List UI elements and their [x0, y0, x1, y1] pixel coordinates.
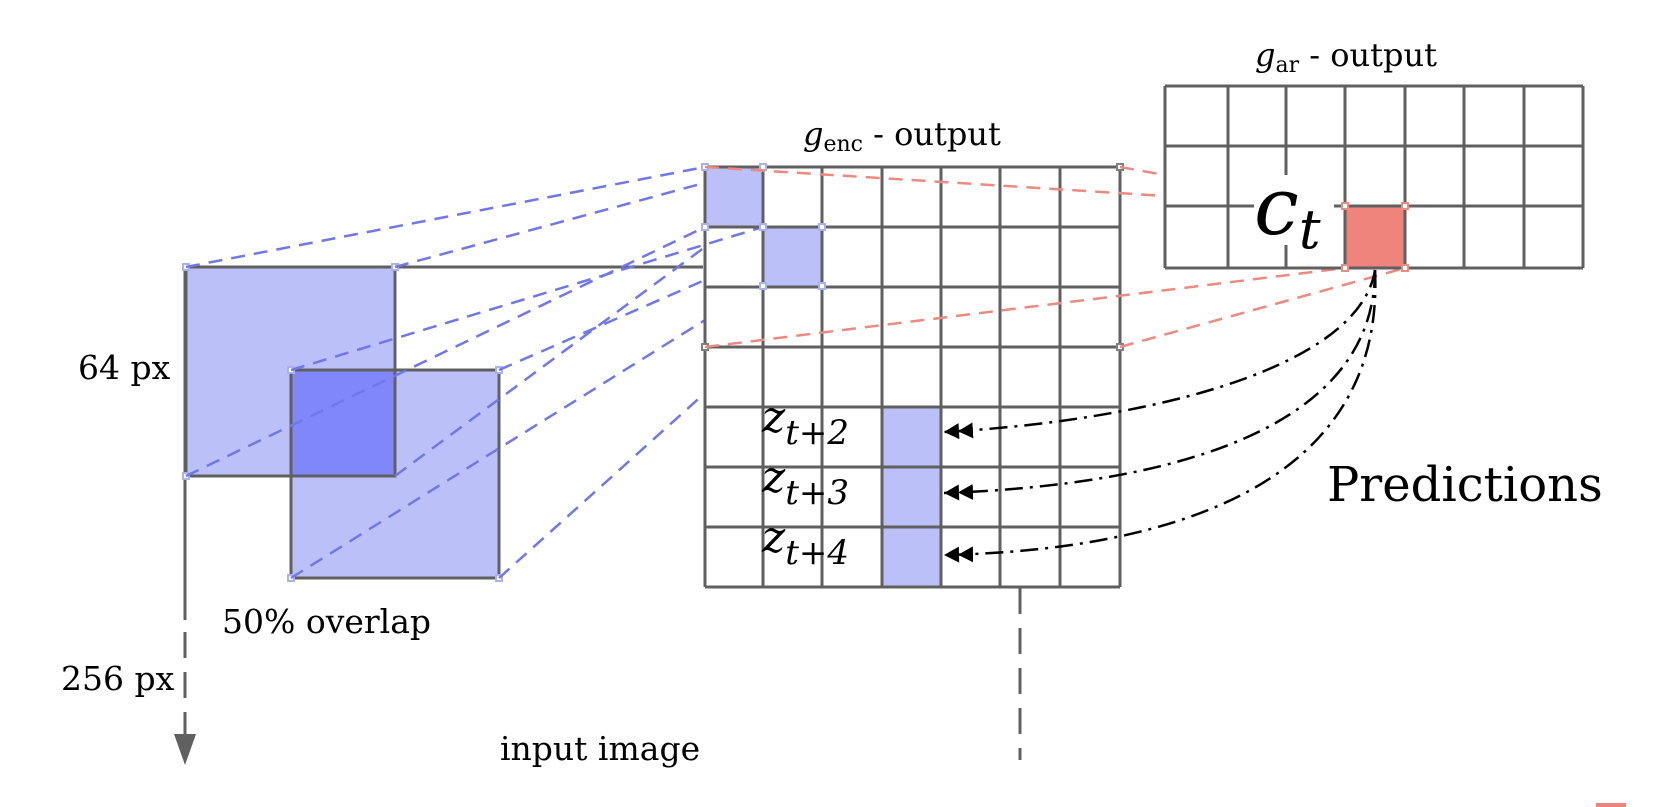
patch-overlap [291, 370, 395, 476]
target-label-2: zt+3 [761, 452, 849, 513]
input-image-label: input image [500, 729, 700, 768]
context-cell [1345, 206, 1405, 268]
enc-cell-1-1 [763, 227, 822, 286]
ar-title: gar - output [1255, 36, 1437, 78]
target-label-3: zt+4 [761, 512, 849, 573]
enc-grid [701, 163, 1124, 589]
corner-mark [1596, 803, 1626, 807]
ar-grid [1163, 84, 1585, 272]
context-corner-markers [1341, 202, 1409, 272]
enc-target-column [882, 407, 941, 587]
overlap-label: 50% overlap [222, 602, 431, 641]
enc-title: genc - output [803, 115, 1001, 157]
context-label-bg [1254, 175, 1334, 245]
enc-cell-0-0 [705, 167, 763, 227]
encoder-projection-lines [185, 165, 764, 580]
target-labels: zt+2 zt+3 zt+4 [761, 392, 849, 573]
target-label-1: zt+2 [761, 392, 849, 453]
context-projection-lines [704, 165, 1406, 349]
predictions-label: Predictions [1327, 457, 1603, 513]
prediction-arrow-3 [943, 269, 1377, 563]
prediction-arrows [943, 269, 1377, 563]
arrow-down-icon [174, 734, 196, 765]
prediction-arrow-1 [943, 269, 1377, 440]
input-image [174, 263, 1022, 765]
context-label: ct [1254, 160, 1321, 261]
patch-size-label: 64 px [78, 348, 171, 387]
patch-2-outline [289, 368, 501, 580]
image-size-label: 256 px [61, 659, 175, 698]
prediction-arrow-2 [943, 269, 1377, 501]
